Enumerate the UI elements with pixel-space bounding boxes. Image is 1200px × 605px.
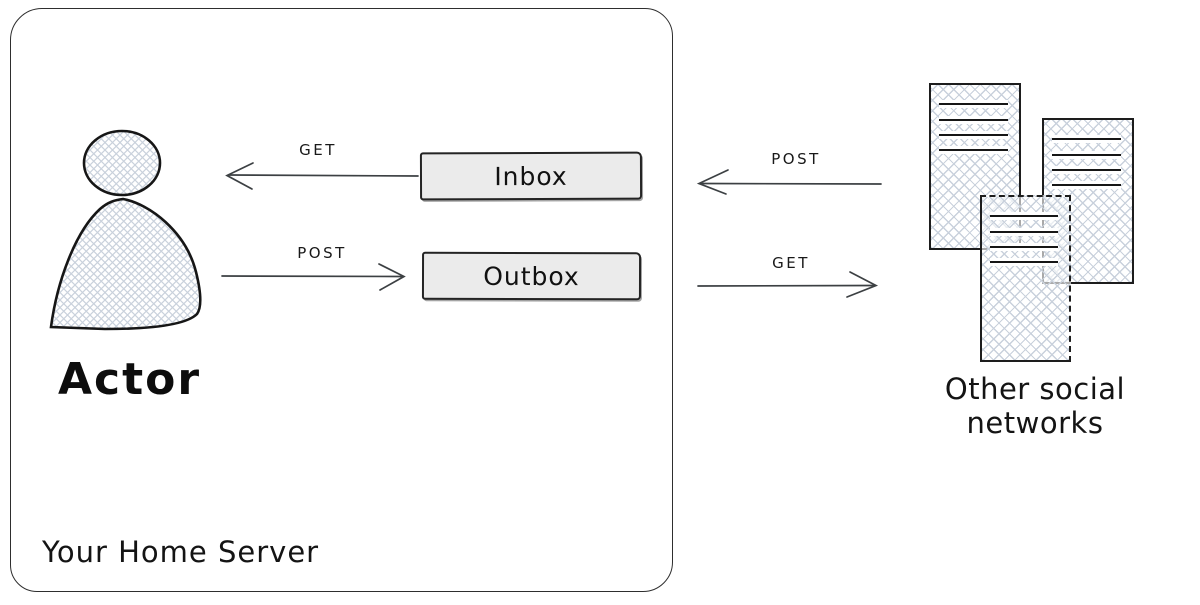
document-card (929, 83, 1021, 250)
document-text-line (939, 116, 1008, 124)
document-text-line (939, 100, 1008, 108)
document-text-line (990, 228, 1058, 236)
get-arrow-outbox-to-networks (697, 271, 879, 298)
document-text-line (990, 212, 1058, 220)
post-arrow-networks-to-inbox (696, 169, 882, 195)
federation-post-arrow-label: POST (771, 150, 821, 168)
outbox-label: Outbox (483, 261, 580, 291)
federation-get-arrow-label: GET (772, 254, 810, 272)
inner-post-arrow-label: POST (297, 244, 347, 262)
inner-get-arrow-label: GET (299, 141, 337, 159)
document-text-line (939, 131, 1008, 139)
document-text-line (990, 243, 1058, 251)
document-text-line (990, 258, 1058, 266)
outbox-box: Outbox (421, 251, 642, 301)
home-server-container (10, 8, 673, 592)
document-text-line (939, 146, 1008, 154)
document-text-line (1052, 181, 1121, 189)
actor-label: Actor (58, 354, 202, 405)
document-card-dashed (980, 195, 1071, 362)
document-text-line (1052, 135, 1121, 143)
other-social-networks-label: Other social networks (944, 372, 1126, 440)
document-text-line (1052, 151, 1121, 159)
home-server-label: Your Home Server (42, 535, 320, 569)
inbox-label: Inbox (494, 161, 568, 191)
inbox-box: Inbox (419, 151, 643, 201)
document-text-line (1052, 166, 1121, 174)
